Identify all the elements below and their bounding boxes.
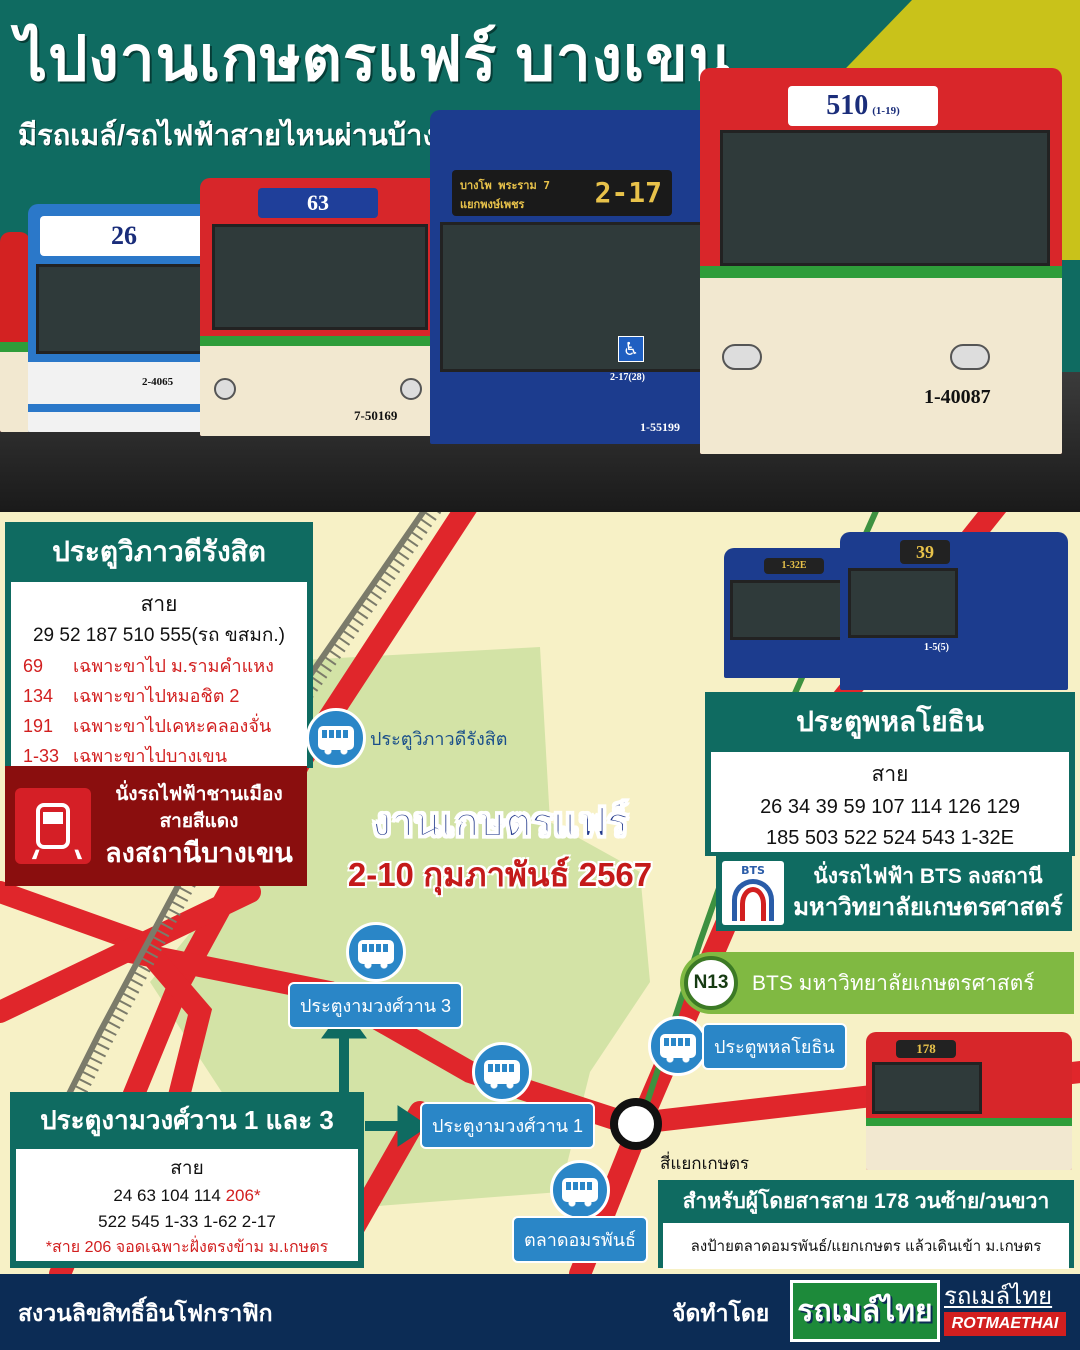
bus-39-plate: 1-5(5): [924, 642, 949, 653]
gate-rangsit-line-label: สาย: [140, 593, 178, 616]
intersection-marker: [610, 1098, 662, 1150]
intersection-label: สี่แยกเกษตร: [660, 1154, 750, 1173]
stop-rangsit[interactable]: ประตูวิภาวดีรังสิต: [306, 708, 517, 768]
route-178-body: ลงป้ายตลาดอมรพันธ์/แยกเกษตร แล้วเดินเข้า…: [663, 1223, 1069, 1269]
footer: สงวนลิขสิทธิ์อินโฟกราฟิก จัดทำโดย รถเมล์…: [0, 1274, 1080, 1350]
gate-ngam-routes-1: 24 63 104 114 206*: [113, 1186, 261, 1205]
bus-2-17-sign-line2: แยกพงษ์เพชร: [460, 198, 525, 211]
stop-phahon-label: ประตูพหลโยธิน: [702, 1022, 847, 1070]
gate-rangsit-routes: 29 52 187 510 555(รถ ขสมก.): [32, 625, 286, 646]
bus-stop-icon: [472, 1042, 532, 1102]
stop-phahon[interactable]: ประตูพหลโยธิน: [648, 1016, 847, 1076]
bus-2-17-sign-route: 2-17: [594, 176, 662, 209]
stop-market-label: ตลาดอมรพันธ์: [512, 1216, 649, 1263]
n13-name: BTS มหาวิทยาลัยเกษตรศาสตร์: [752, 971, 1035, 995]
stop-ngam3-label: ประตูงามวงศ์วาน 3: [288, 982, 464, 1029]
bus-510-plate: 1-40087: [924, 386, 991, 408]
footer-made-by: จัดทำโดย: [672, 1300, 770, 1326]
gate-phahon-box: ประตูพหลโยธิน สาย 26 34 39 59 107 114 12…: [705, 692, 1075, 856]
bus-stop-icon: [306, 708, 366, 768]
bts-text-1: นั่งรถไฟฟ้า BTS ลงสถานี: [813, 865, 1043, 888]
bus-1-32e: 1-32E: [724, 548, 854, 678]
route-178-title: สำหรับผู้โดยสารสาย 178 วนซ้าย/วนขวา: [682, 1190, 1050, 1213]
bus-178: 178: [866, 1032, 1072, 1170]
red-line-box: นั่งรถไฟฟ้าชานเมือง สายสีแดง ลงสถานีบางเ…: [5, 766, 307, 886]
train-icon: [15, 788, 91, 864]
header-banner: ไปงานเกษตรแฟร์ บางเขน มีรถเมล์/รถไฟฟ้าสา…: [0, 0, 1080, 512]
event-title: งานเกษตรแฟร์: [371, 801, 629, 846]
rotmaethai-logo-side: รถเมล์ไทย ROTMAETHAI: [944, 1282, 1066, 1336]
bus-510: 510 (1-19) 1-40087: [700, 68, 1062, 454]
wheelchair-icon: ♿: [618, 336, 644, 362]
bus-63-windshield: [212, 224, 428, 330]
bts-text-2: มหาวิทยาลัยเกษตรศาสตร์: [793, 894, 1063, 921]
gate-rangsit-title: ประตูวิภาวดีรังสิต: [52, 536, 266, 567]
stop-ngam1[interactable]: ประตูงามวงศ์วาน 1: [420, 1042, 596, 1149]
logo-thai-text: รถเมล์ไทย: [944, 1283, 1053, 1310]
stop-ngam3[interactable]: ประตูงามวงศ์วาน 3: [288, 922, 464, 1029]
bus-63-route-sign: 63: [258, 188, 378, 218]
bus-510-route-sub: (1-19): [872, 105, 900, 117]
red-line-text-1: นั่งรถไฟฟ้าชานเมือง: [115, 784, 283, 805]
gate-phahon-line-label: สาย: [871, 763, 909, 786]
route-178-box: สำหรับผู้โดยสารสาย 178 วนซ้าย/วนขวา ลงป้…: [658, 1180, 1074, 1269]
rotmaethai-logo[interactable]: รถเมล์ไทย: [790, 1280, 940, 1342]
gate-ngam-routes-2: 522 545 1-33 1-62 2-17: [98, 1212, 276, 1231]
road-ngamwongwan: [119, 941, 1080, 1136]
bus-2-17-windshield: [440, 222, 720, 372]
bus-39: 39 1-5(5): [840, 532, 1068, 690]
bus-2-17-plate: 1-55199: [640, 420, 680, 434]
bus-2-17-sign-line1: บางโพ พระราม 7: [460, 179, 550, 192]
page-title: ไปงานเกษตรแฟร์ บางเขน: [16, 25, 732, 94]
bus-2-17-route-small: 2-17(28): [610, 372, 645, 383]
bts-logo-text: BTS: [741, 864, 765, 877]
red-line-text-3: ลงสถานีบางเขน: [105, 838, 293, 868]
map-area: ประตูวิภาวดีรังสิต สาย 29 52 187 510 555…: [0, 512, 1080, 1274]
gate-ngam-line-label: สาย: [170, 1158, 204, 1179]
red-line-text-2: สายสีแดง: [159, 811, 239, 832]
road-cross-left: [0, 881, 261, 1023]
stop-rangsit-label: ประตูวิภาวดีรังสิต: [370, 728, 508, 749]
bus-2-17: บางโพ พระราม 7 แยกพงษ์เพชร 2-17 ♿ 2-17(2…: [430, 110, 730, 444]
footer-copyright: สงวนลิขสิทธิ์อินโฟกราฟิก: [18, 1300, 273, 1326]
bus-26: 26 2-4065: [28, 204, 228, 432]
bus-26-windshield: [36, 264, 212, 354]
bus-39-route: 39: [900, 540, 950, 564]
bus-stop-icon: [550, 1160, 611, 1220]
gate-phahon-title: ประตูพหลโยธิน: [796, 706, 984, 737]
bts-logo: BTS: [722, 861, 784, 925]
gate-ngam-note: *สาย 206 จอดเฉพาะฝั่งตรงข้าม ม.เกษตร: [45, 1239, 329, 1256]
gate-ngam-title: ประตูงามวงศ์วาน 1 และ 3: [40, 1105, 334, 1135]
page-subtitle: มีรถเมล์/รถไฟฟ้าสายไหนผ่านบ้าง: [18, 120, 437, 152]
bus-178-route: 178: [896, 1040, 956, 1058]
bus-63-plate: 7-50169: [354, 408, 398, 423]
bts-box: BTS นั่งรถไฟฟ้า BTS ลงสถานี มหาวิทยาลัยเ…: [716, 855, 1072, 931]
gate-rangsit-box: ประตูวิภาวดีรังสิต สาย 29 52 187 510 555…: [5, 522, 313, 772]
bus-stop-icon: [648, 1016, 708, 1076]
bus-510-windshield: [720, 130, 1050, 266]
logo-english-text: ROTMAETHAI: [944, 1312, 1066, 1336]
event-date: 2-10 กุมภาพันธ์ 2567: [347, 856, 653, 893]
bus-26-route-sign: 26: [40, 216, 208, 256]
stop-market[interactable]: ตลาดอมรพันธ์: [512, 1160, 649, 1263]
gate-phahon-routes-1: 26 34 39 59 107 114 126 129: [760, 796, 1020, 818]
bus-510-route-sign: 510 (1-19): [788, 86, 938, 126]
bus-partial-left: [0, 232, 30, 432]
bus-510-route: 510: [826, 90, 869, 121]
n13-badge: N13: [684, 956, 738, 1010]
stop-ngam1-label: ประตูงามวงศ์วาน 1: [420, 1102, 596, 1149]
bus-stop-icon: [345, 922, 406, 982]
bus-26-plate: 2-4065: [142, 376, 174, 388]
gate-ngam-box: ประตูงามวงศ์วาน 1 และ 3 สาย 24 63 104 11…: [10, 1092, 364, 1268]
bus-1-32e-route: 1-32E: [764, 558, 824, 574]
bus-2-17-destination-sign: บางโพ พระราม 7 แยกพงษ์เพชร 2-17: [452, 170, 672, 216]
bus-63: 63 7-50169: [200, 178, 440, 436]
bts-station-n13[interactable]: N13 BTS มหาวิทยาลัยเกษตรศาสตร์: [680, 952, 1074, 1014]
gate-phahon-routes-2: 185 503 522 524 543 1-32E: [766, 827, 1014, 849]
